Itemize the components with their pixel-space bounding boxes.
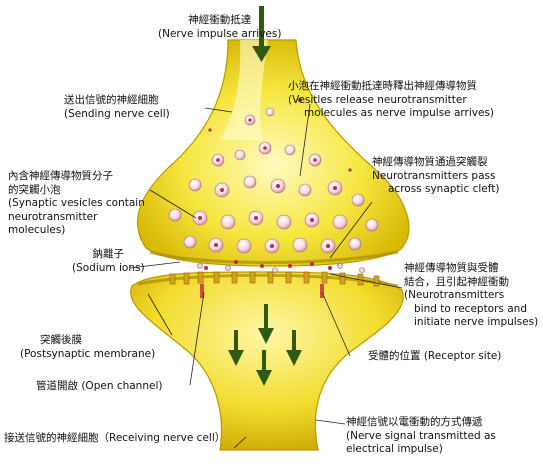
label-bind-receptors-en1: (Neurotransmitters: [404, 289, 505, 301]
label-bind-receptors-en3: initiate nerve impulses): [414, 316, 539, 328]
sodium-ions: [197, 263, 365, 273]
label-sodium-ions-zh: 鈉離子: [92, 248, 125, 260]
label-receiving-cell-text: 接送信號的神經細胞（Receiving nerve cell）: [4, 432, 226, 444]
label-synaptic-vesicles: 內含神經傳導物質分子 的突觸小泡 (Synaptic vesicles cont…: [8, 170, 145, 238]
label-bind-receptors: 神經傳導物質與受體 結合，且引起神經衝動 (Neurotransmitters …: [404, 262, 538, 330]
label-cross-cleft-en2: across synaptic cleft): [388, 183, 500, 195]
label-cross-cleft-zh: 神經傳導物質通過突觸裂: [372, 156, 488, 168]
label-sending-cell-zh: 送出信號的神經細胞: [64, 94, 159, 106]
label-vesicles-release: 小泡在神經衝動抵達時釋出神經傳導物質 (Vesitles release neu…: [288, 80, 494, 121]
label-nerve-impulse-en: (Nerve impulse arrives): [158, 27, 282, 40]
label-bind-receptors-en2: bind to receptors and: [414, 302, 527, 315]
label-sending-cell-en: (Sending nerve cell): [64, 107, 170, 120]
label-sodium-ions-en: (Sodium ions): [72, 261, 145, 274]
label-electrical-en1: (Nerve signal transmitted as: [346, 429, 496, 442]
label-open-channel: 管道開啟 (Open channel): [36, 380, 162, 394]
label-receiving-cell: 接送信號的神經細胞（Receiving nerve cell）: [4, 432, 225, 446]
label-bind-receptors-zh1: 神經傳導物質與受體: [404, 262, 499, 274]
sending-neuron-body: [136, 39, 410, 267]
label-cross-cleft: 神經傳導物質通過突觸裂 Neurotransmitters pass acros…: [372, 156, 499, 197]
label-synaptic-vesicles-en2: neurotransmitter: [8, 210, 98, 223]
label-synaptic-vesicles-zh2: 的突觸小泡: [8, 183, 61, 196]
label-postsynaptic: 突觸後膜 (Postsynaptic membrane): [20, 334, 155, 361]
label-vesicles-release-en1: (Vesitles release neurotransmitter: [288, 93, 467, 106]
label-open-channel-text: 管道開啟 (Open channel): [36, 380, 163, 392]
receptor-proteins: [169, 271, 380, 287]
label-electrical-zh: 神經信號以電衝動的方式傳遞: [346, 416, 483, 428]
label-cross-cleft-en1: Neurotransmitters pass: [372, 169, 496, 182]
leader-lines: [129, 103, 403, 449]
neurotransmitter-molecules: [198, 98, 352, 270]
signal-arrows: [228, 304, 302, 386]
label-postsynaptic-en: (Postsynaptic membrane): [20, 347, 156, 360]
impulse-arrow: [252, 6, 271, 62]
presynaptic-membrane: [149, 250, 399, 264]
label-electrical-en2: electrical impulse): [346, 443, 443, 455]
label-synaptic-vesicles-en1: (Synaptic vesicles contain: [8, 197, 145, 209]
label-synaptic-vesicles-zh1: 內含神經傳導物質分子: [8, 170, 113, 182]
label-nerve-impulse-zh: 神經衝動抵達: [188, 14, 252, 26]
label-vesicles-release-en2: molecules as nerve impulse arrives): [304, 107, 495, 119]
label-bind-receptors-zh2: 結合，且引起神經衝動: [404, 275, 509, 288]
label-postsynaptic-zh: 突觸後膜: [40, 334, 82, 346]
label-nerve-impulse: 神經衝動抵達 (Nerve impulse arrives): [158, 14, 281, 41]
axon-highlight: [220, 40, 268, 140]
label-receptor-site-text: 受體的位置 (Receptor site): [368, 350, 502, 362]
label-sodium-ions: 鈉離子 (Sodium ions): [72, 248, 145, 275]
label-synaptic-vesicles-en3: molecules): [8, 224, 66, 236]
label-receptor-site: 受體的位置 (Receptor site): [368, 350, 501, 364]
label-electrical: 神經信號以電衝動的方式傳遞 (Nerve signal transmitted …: [346, 416, 496, 457]
open-channels: [200, 284, 324, 298]
label-sending-cell: 送出信號的神經細胞 (Sending nerve cell): [64, 94, 170, 121]
synaptic-vesicles: [168, 107, 379, 254]
label-vesicles-release-zh: 小泡在神經衝動抵達時釋出神經傳導物質: [288, 80, 477, 92]
